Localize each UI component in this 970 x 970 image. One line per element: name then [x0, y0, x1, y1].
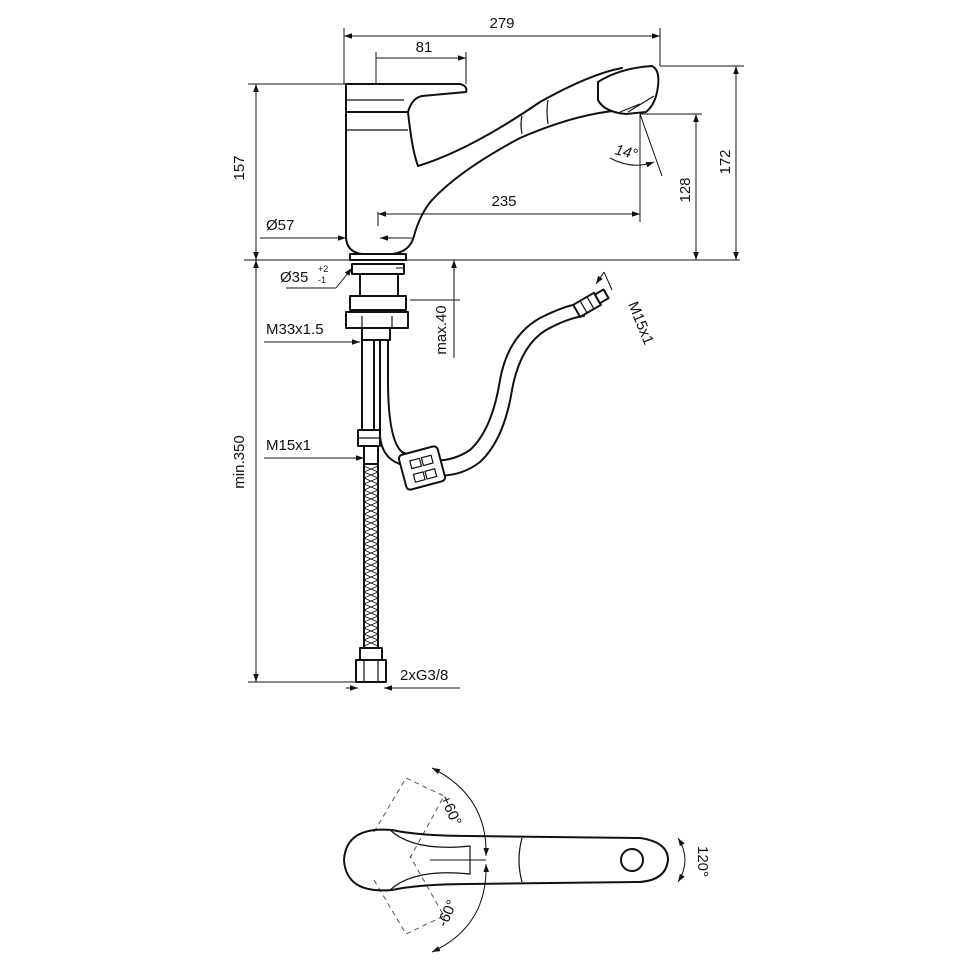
plan-rotation-plus: +60°: [436, 793, 464, 829]
plan-swivel-range: 120°: [694, 846, 711, 877]
dim-overall-length: 279: [489, 15, 514, 32]
dim-spout-reach: 235: [491, 193, 516, 210]
dim-body-diameter: Ø57: [266, 217, 294, 234]
mounting-shank: [345, 263, 409, 465]
pullout-hose: [397, 288, 610, 491]
dim-hole-tol-minus: -1: [318, 275, 326, 285]
faucet-body: [345, 111, 433, 255]
dim-hose-thread-side: M15x1: [624, 299, 657, 347]
dim-shank-thread: M33x1.5: [266, 321, 324, 338]
dim-lever-length: 81: [416, 39, 433, 56]
spout-seam: [520, 115, 523, 135]
faucet-elevation: [244, 65, 740, 261]
dim-max-deck: max.40: [433, 305, 450, 354]
spray-head: [597, 65, 660, 115]
dim-body-height: 157: [231, 155, 248, 180]
hose-fitting: [357, 429, 381, 465]
hose-weight: [397, 445, 447, 491]
lever-handle: [345, 83, 468, 113]
dim-min-hose-length: min.350: [231, 435, 248, 488]
spout-bottom-edge: [431, 109, 627, 201]
dimension-lines: [248, 28, 744, 691]
dim-supply-connections: 2xG3/8: [400, 667, 448, 684]
dim-hole-diameter: Ø35: [280, 269, 308, 286]
dim-hose-thread: M15x1: [266, 437, 311, 454]
plan-outlet: [620, 848, 644, 872]
base-ring: [349, 253, 407, 261]
supply-hose: [355, 463, 387, 683]
dim-overall-height: 172: [717, 149, 734, 174]
spout-top-edge: [407, 67, 623, 167]
dim-spout-outlet-height: 128: [677, 177, 694, 202]
dim-hole-tol-plus: +2: [318, 264, 328, 274]
plan-body-spout: [343, 828, 669, 892]
dim-spout-angle: 14°: [613, 141, 639, 163]
plan-view: [343, 767, 686, 953]
plan-rotation-minus: -60°: [434, 897, 461, 929]
